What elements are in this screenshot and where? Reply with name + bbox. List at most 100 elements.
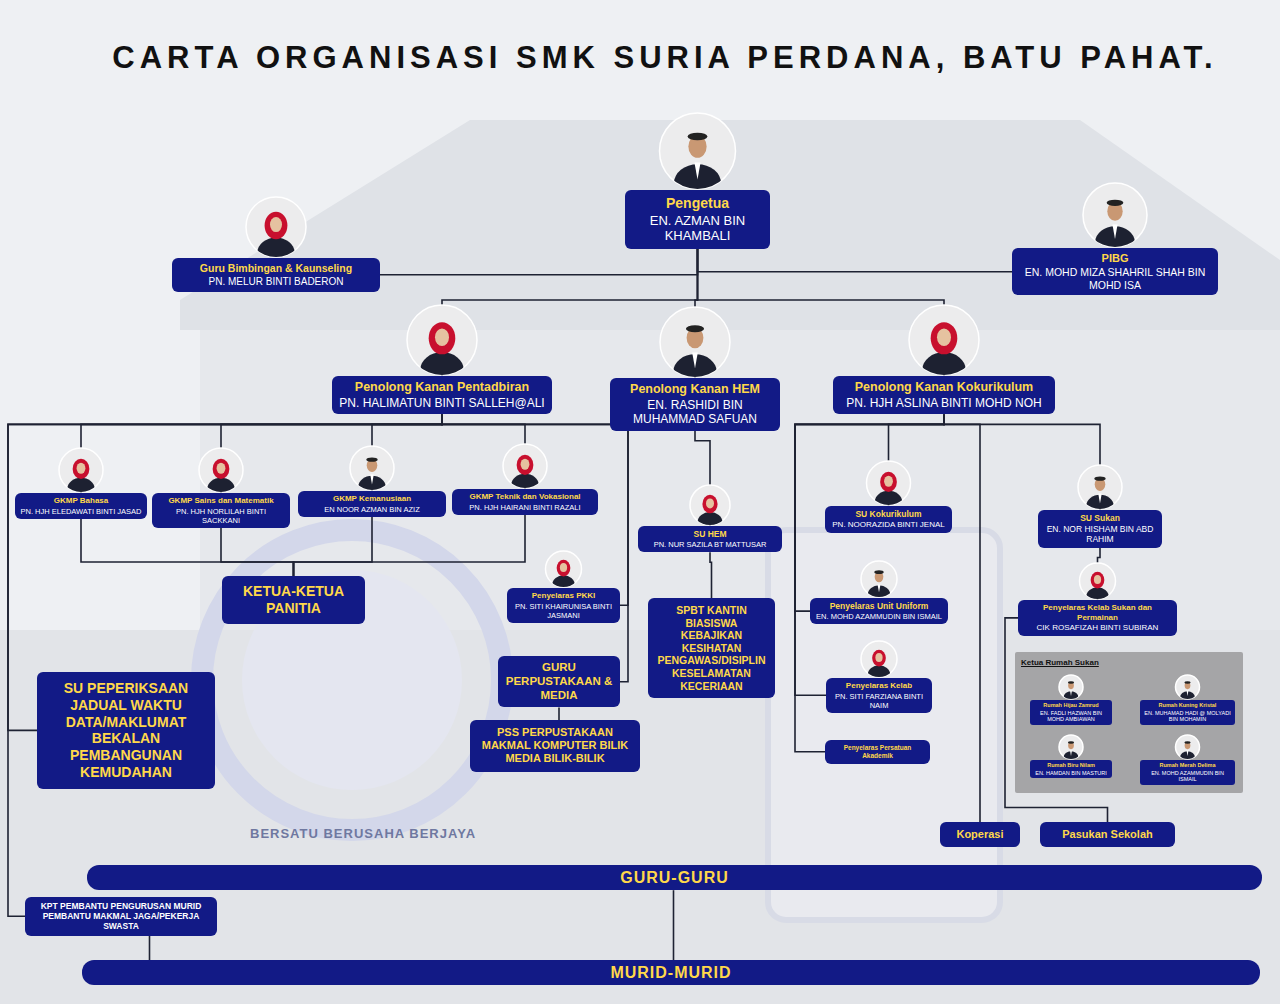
role-title: SU HEM	[642, 529, 778, 539]
portrait-photo	[1080, 563, 1116, 605]
portrait-face	[560, 563, 567, 572]
portrait-face	[1185, 742, 1191, 749]
portrait-face	[1094, 575, 1101, 584]
portrait-hair	[366, 457, 377, 461]
role-title: GKMP Bahasa	[19, 496, 143, 506]
portrait-face	[1185, 682, 1191, 689]
portrait-photo	[1176, 735, 1200, 763]
unit-box: Pasukan Sekolah	[1040, 822, 1175, 847]
role-title: Rumah Kuning Kristal	[1143, 702, 1232, 709]
box-text: KPT PEMBANTU PENGURUSAN MURID PEMBANTU M…	[31, 901, 211, 932]
portrait-face	[521, 459, 530, 470]
portrait-photo	[690, 485, 730, 532]
portrait-hijab	[872, 650, 886, 667]
secretary-box: SU KokurikulumPN. NOORAZIDA BINTI JENAL	[825, 506, 952, 533]
person-name: EN. MOHD AZAMMUDIN BIN ISMAIL	[1143, 770, 1232, 783]
connector	[149, 936, 151, 960]
connector	[442, 249, 698, 376]
house-captain-box: Rumah Hijau ZamrudEN. FADLI HAZWAN BIN M…	[1030, 700, 1112, 725]
role-title: Penolong Kanan Kokurikulum	[838, 380, 1050, 395]
person-name: PN. HJH NORLILAH BINTI SACKKANI	[156, 507, 286, 525]
person-name: PN. HALIMATUN BINTI SALLEH@ALI	[337, 396, 547, 410]
person-name: PN. HJH HAIRANI BINTI RAZALI	[456, 503, 594, 512]
portrait-hijab	[265, 212, 288, 240]
role-title: Penolong Kanan HEM	[615, 382, 775, 397]
senior-assistant-box: Penolong Kanan PentadbiranPN. HALIMATUN …	[332, 376, 552, 414]
subject-head-box: GKMP KemanusiaanEN NOOR AZMAN BIN AZIZ	[298, 491, 446, 517]
pta-box: PIBGEN. MOHD MIZA SHAHRIL SHAH BIN MOHD …	[1012, 248, 1218, 295]
portrait-photo	[407, 305, 477, 387]
role-title: Penyelaras Kelab	[830, 681, 928, 691]
role-title: Guru Bimbingan & Kaunseling	[177, 262, 375, 275]
box-text: PSS PERPUSTAKAAN MAKMAL KOMPUTER BILIK M…	[478, 726, 632, 766]
connector	[698, 249, 945, 376]
portrait-frame	[350, 446, 394, 490]
box-text: Pasukan Sekolah	[1044, 828, 1171, 841]
portrait-face	[937, 328, 951, 346]
coordinator-box: Penyelaras Kelab Sukan dan PermainanCIK …	[1018, 600, 1177, 636]
portrait-hijab	[1091, 572, 1105, 589]
role-title: Penolong Kanan Pentadbiran	[337, 380, 547, 395]
role-title: SU Kokurikulum	[829, 509, 948, 519]
coordinator-box: Penyelaras Persatuan Akademik	[825, 740, 930, 764]
senior-assistant-box: Penolong Kanan KokurikulumPN. HJH ASLINA…	[833, 376, 1055, 414]
connector	[221, 528, 294, 576]
coordinator-box: Penyelaras KelabPN. SITI FARZIANA BINTI …	[826, 678, 932, 713]
person-name: EN. RASHIDI BIN MUHAMMAD SAFUAN	[615, 398, 775, 427]
role-title: GKMP Kemanusiaan	[302, 494, 442, 504]
connector	[944, 414, 1100, 510]
unit-box: GURU PERPUSTAKAAN & MEDIA	[498, 656, 620, 707]
connector	[294, 515, 526, 576]
connector	[221, 414, 442, 493]
motto-watermark: BERSATU BERUSAHA BERJAYA	[250, 826, 476, 841]
house-captain-box: Rumah Biru NilamEN. HAMDAN BIN MASTURI	[1030, 760, 1112, 778]
portrait-hijab	[880, 472, 897, 492]
portrait-photo	[861, 561, 897, 603]
unit-box: Koperasi	[940, 822, 1020, 847]
portrait-frame	[861, 561, 897, 597]
connector-group	[8, 249, 1108, 960]
person-name: EN. MUHAMAD HADI @ MOLYADI BIN MOHAMIN	[1143, 710, 1232, 723]
portrait-photo	[59, 448, 103, 500]
portrait-photo	[546, 551, 582, 593]
person-name: PN. HJH ELEDAWATI BINTI JASAD	[19, 507, 143, 516]
portrait-shirt	[1112, 225, 1117, 239]
role-title: SU Sukan	[1042, 513, 1158, 523]
portrait-shirt	[694, 162, 700, 179]
portrait-photo	[503, 444, 547, 496]
house-panel: Ketua Rumah SukanRumah Hijau ZamrudEN. F…	[1015, 652, 1243, 793]
portrait-hijab	[517, 455, 534, 475]
person-name: PN. MELUR BINTI BADERON	[177, 276, 375, 288]
box-text: Koperasi	[944, 828, 1016, 841]
connector	[558, 707, 560, 720]
portrait-hijab	[73, 459, 90, 479]
portrait-shirt	[1187, 751, 1189, 756]
portrait-photo	[350, 446, 394, 498]
duties-list-box: SU PEPERIKSAAN JADUAL WAKTU DATA/MAKLUMA…	[37, 672, 215, 789]
person-name: PN. SITI FARZIANA BINTI NAIM	[830, 692, 928, 710]
portrait-face	[435, 328, 449, 346]
person-name: EN NOOR AZMAN BIN AZIZ	[302, 505, 442, 514]
staff-box: KPT PEMBANTU PENGURUSAN MURID PEMBANTU M…	[25, 897, 217, 936]
students-bar: MURID-MURID	[82, 960, 1260, 985]
connector	[294, 517, 373, 576]
person-name: EN. NOR HISHAM BIN ABD RAHIM	[1042, 524, 1158, 544]
person-name: EN. FADLI HAZWAN BIN MOHD AMBIAWAN	[1033, 710, 1109, 723]
connector	[81, 414, 442, 493]
portrait-face	[77, 463, 86, 474]
counselor-box: Guru Bimbingan & KaunselingPN. MELUR BIN…	[172, 258, 380, 292]
portrait-photo	[199, 448, 243, 500]
person-name: EN. HAMDAN BIN MASTURI	[1033, 770, 1109, 777]
secretary-box: SU HEMPN. NUR SAZILA BT MATTUSAR	[638, 526, 782, 552]
portrait-shirt	[1098, 494, 1102, 504]
portrait-photo	[246, 197, 306, 268]
portrait-photo	[1059, 675, 1083, 703]
connector	[710, 552, 712, 598]
subject-head-box: GKMP Teknik dan VokasionalPN. HJH HAIRAN…	[452, 489, 598, 515]
role-title: Rumah Hijau Zamrud	[1033, 702, 1109, 709]
portrait-photo	[660, 113, 736, 202]
subject-head-box: GKMP Sains dan MatematikPN. HJH NORLILAH…	[152, 493, 290, 528]
portrait-frame	[1078, 465, 1122, 509]
house-captain-box: Rumah Kuning KristalEN. MUHAMAD HADI @ M…	[1140, 700, 1235, 725]
